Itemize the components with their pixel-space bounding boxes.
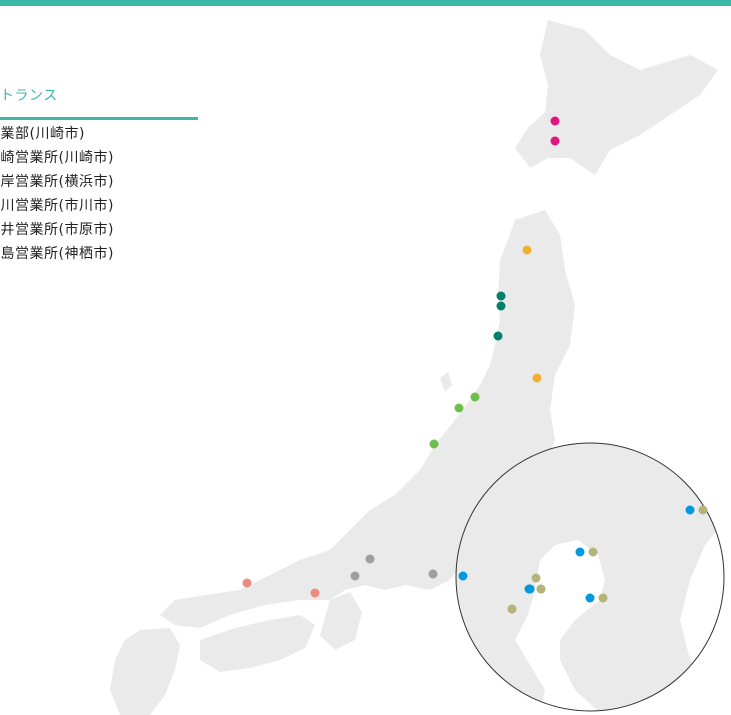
legend-item: 営業部(川崎市) — [0, 126, 85, 142]
office-marker — [365, 554, 375, 564]
office-marker — [242, 578, 252, 588]
office-marker — [493, 331, 503, 341]
kyushu-landmass — [110, 628, 180, 715]
office-marker — [522, 245, 532, 255]
office-marker — [470, 392, 480, 402]
kanto-inset — [455, 442, 725, 712]
office-marker — [550, 136, 560, 146]
office-marker — [531, 573, 541, 583]
office-marker — [598, 593, 608, 603]
office-marker — [429, 439, 439, 449]
shikoku-landmass — [200, 615, 315, 672]
legend-list: 営業部(川崎市) 川崎営業所(川崎市) 根岸営業所(横浜市) 市川営業所(市川市… — [0, 122, 114, 266]
legend-title: トランス — [0, 88, 58, 104]
office-marker — [310, 588, 320, 598]
office-marker — [536, 584, 546, 594]
office-markers — [242, 116, 708, 614]
office-marker — [350, 571, 360, 581]
office-marker — [428, 569, 438, 579]
office-marker — [698, 505, 708, 515]
office-marker — [454, 403, 464, 413]
office-marker — [458, 571, 468, 581]
office-marker — [507, 604, 517, 614]
inset-land — [456, 443, 724, 711]
legend-divider — [0, 117, 198, 120]
office-marker — [588, 547, 598, 557]
top-accent-bar — [0, 0, 731, 6]
office-marker — [524, 584, 534, 594]
legend-item: 五井営業所(市原市) — [0, 222, 114, 238]
legend-item: 鹿島営業所(神栖市) — [0, 246, 114, 262]
office-marker — [685, 505, 695, 515]
inset-circle-outline — [455, 442, 725, 712]
legend-item: 市川営業所(市川市) — [0, 198, 114, 214]
office-marker — [496, 291, 506, 301]
office-marker — [532, 373, 542, 383]
legend-item: 根岸営業所(横浜市) — [0, 174, 114, 190]
office-marker — [550, 116, 560, 126]
kii-peninsula — [320, 592, 362, 650]
office-marker — [585, 593, 595, 603]
legend-item: 川崎営業所(川崎市) — [0, 150, 114, 166]
office-marker — [575, 547, 585, 557]
hokkaido-landmass — [515, 20, 718, 175]
office-marker — [496, 301, 506, 311]
sado-island — [440, 372, 452, 392]
